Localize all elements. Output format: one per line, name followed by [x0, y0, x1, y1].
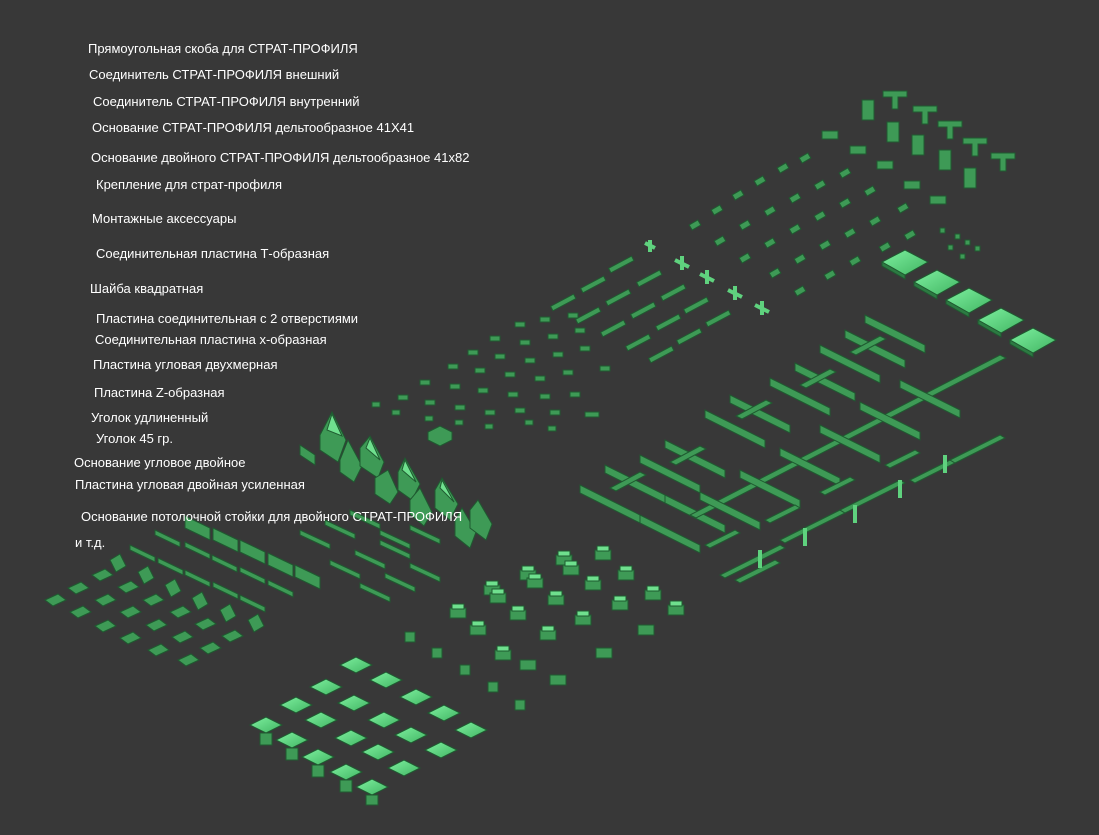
small-plate-group: [371, 312, 611, 447]
label-etc: и т.д.: [75, 535, 106, 550]
label-double-angle-base: Основание угловое двойное: [74, 455, 246, 470]
label-external-connector: Соединитель СТРАТ-ПРОФИЛЯ внешний: [89, 67, 340, 82]
delta-base-group: [299, 410, 493, 549]
connecting-plate-group: [549, 240, 770, 364]
label-two-hole-plate: Пластина соединительная с 2 отверстиями: [96, 311, 359, 326]
label-square-washer: Шайба квадратная: [90, 281, 204, 296]
label-mounting-accessories: Монтажные аксессуары: [92, 211, 237, 226]
label-elongated-angle: Уголок удлиненный: [91, 410, 209, 425]
label-delta-base-41x41: Основание СТРАТ-ПРОФИЛЯ дельтообразное 4…: [92, 120, 415, 135]
label-z-plate: Пластина Z-образная: [94, 385, 225, 400]
label-internal-connector: Соединитель СТРАТ-ПРОФИЛЯ внутренний: [93, 94, 360, 109]
label-reinforced-angle-plate: Пластина угловая двойная усиленная: [75, 477, 305, 492]
label-t-plate: Соединительная пластина Т-образная: [96, 246, 330, 261]
square-washer-group: [880, 249, 1058, 358]
bracket-group: [821, 90, 1016, 205]
angle-plate-group: [44, 553, 265, 667]
label-x-plate: Соединительная пластина х-образная: [95, 332, 327, 347]
connector-group: [688, 152, 981, 297]
elongated-angle-group: [129, 509, 441, 613]
ceiling-base-group: [404, 545, 685, 711]
label-2d-angle-plate: Пластина угловая двухмерная: [93, 357, 278, 372]
strut-assembly-group: [579, 314, 1008, 584]
base-plate-group: [248, 656, 489, 806]
label-delta-base-41x82: Основание двойного СТРАТ-ПРОФИЛЯ дельтоо…: [91, 150, 470, 165]
label-ceiling-base: Основание потолочной стойки для двойного…: [81, 509, 463, 524]
label-strut-fastener: Крепление для страт-профиля: [96, 177, 282, 192]
label-rectangular-bracket: Прямоугольная скоба для СТРАТ-ПРОФИЛЯ: [88, 41, 358, 56]
label-45-angle: Уголок 45 гр.: [96, 431, 173, 446]
